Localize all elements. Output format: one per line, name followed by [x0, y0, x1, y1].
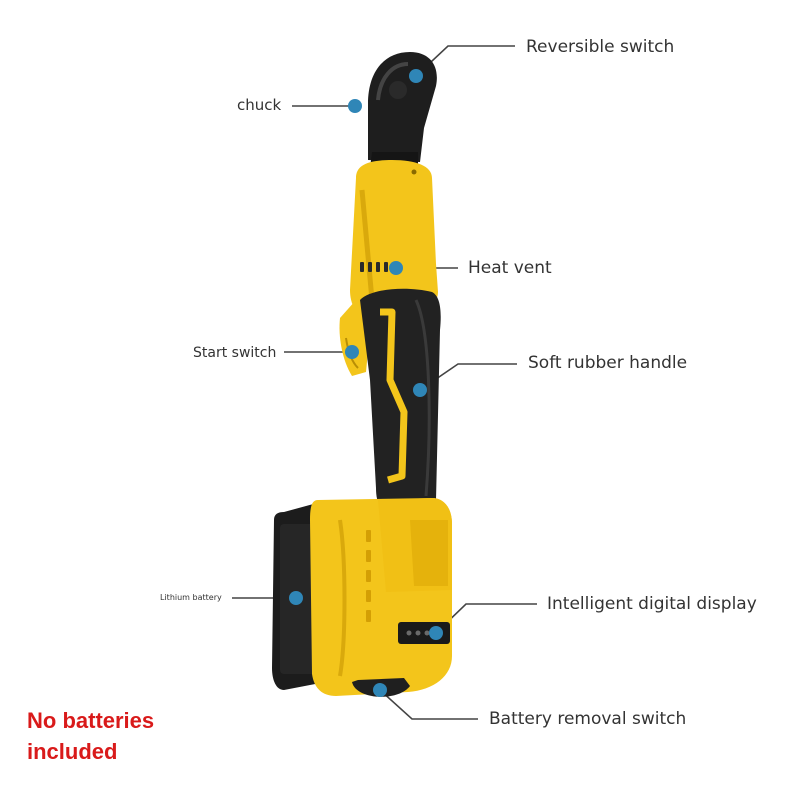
soft-rubber-handle-label: Soft rubber handle — [528, 353, 688, 373]
notice-line-1: No batteries — [27, 708, 155, 733]
callout-markers — [289, 69, 443, 697]
start-switch-label: Start switch — [193, 345, 277, 361]
marker-start-switch — [345, 345, 359, 359]
heat-vent-label: Heat vent — [468, 258, 552, 278]
marker-lithium-battery — [289, 591, 303, 605]
battery-pack — [272, 498, 452, 697]
ratchet-head — [368, 52, 437, 168]
battery-removal-switch-label: Battery removal switch — [489, 709, 687, 729]
lithium-battery-label: Lithium battery — [160, 593, 222, 602]
battery-vent-marks — [366, 530, 371, 622]
no-batteries-notice: No batteries included — [27, 705, 154, 767]
heat-vent-slots — [360, 262, 388, 272]
marker-battery-removal — [373, 683, 387, 697]
marker-soft-handle — [413, 383, 427, 397]
notice-line-2: included — [27, 739, 118, 764]
marker-reversible-switch — [409, 69, 423, 83]
intelligent-digital-display-label: Intelligent digital display — [547, 594, 757, 614]
yellow-body-upper — [350, 160, 438, 318]
chuck-label: chuck — [237, 96, 282, 114]
rubber-handle — [360, 288, 441, 520]
marker-digital-display — [429, 626, 443, 640]
marker-chuck — [348, 99, 362, 113]
leader-battery-removal — [379, 689, 478, 720]
reversible-switch-label: Reversible switch — [526, 37, 675, 57]
marker-heat-vent — [389, 261, 403, 275]
